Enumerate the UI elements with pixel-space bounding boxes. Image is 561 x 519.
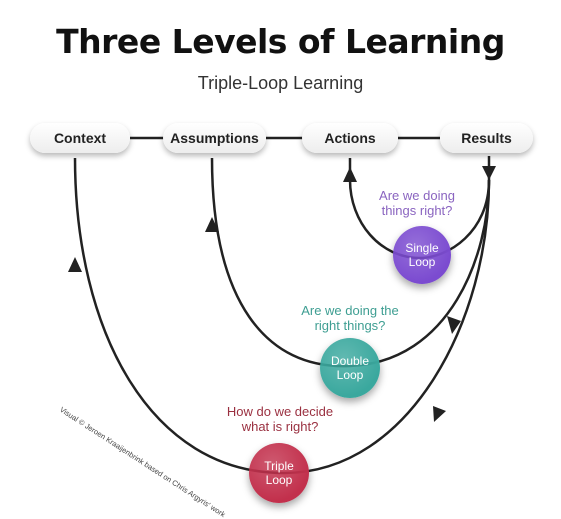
single-loop-label-line2: Loop [408, 255, 436, 269]
double-loop-badge: Double Loop [320, 338, 380, 398]
double-loop-question-line2: right things? [314, 318, 386, 333]
triple-loop-question: How do we decide what is right? [214, 404, 346, 434]
triple-loop-question-line1: How do we decide [226, 404, 334, 419]
triple-loop-label-line2: Loop [265, 473, 293, 487]
triple-loop-arrow-up-icon [68, 257, 82, 272]
node-context: Context [30, 123, 130, 153]
double-loop-question: Are we doing the right things? [286, 303, 414, 333]
single-loop-question-line1: Are we doing [379, 188, 455, 203]
node-assumptions: Assumptions [163, 123, 266, 153]
single-loop-label-line1: Single [405, 241, 439, 255]
single-loop-question-line2: things right? [381, 203, 453, 218]
double-loop-question-line1: Are we doing the [301, 303, 399, 318]
triple-loop-label-line1: Triple [264, 459, 294, 473]
diagram-title: Three Levels of Learning [56, 22, 505, 61]
single-loop-arrow-up-icon [343, 167, 357, 182]
single-loop-question: Are we doing things right? [362, 188, 472, 218]
diagram-subtitle: Triple-Loop Learning [197, 73, 364, 93]
double-loop-arrow-right-icon [447, 316, 461, 334]
single-loop-arrow-down-icon [482, 166, 496, 180]
double-loop-label-line1: Double [330, 354, 370, 368]
single-loop-badge: Single Loop [393, 226, 451, 284]
triple-loop-question-line2: what is right? [241, 419, 319, 434]
double-loop-label-line2: Loop [336, 368, 364, 382]
triple-loop-badge: Triple Loop [249, 443, 309, 503]
double-loop-arrow-up-icon [205, 217, 219, 232]
triple-loop-arrow-left-icon [433, 406, 446, 422]
node-actions: Actions [302, 123, 398, 153]
node-results: Results [440, 123, 533, 153]
